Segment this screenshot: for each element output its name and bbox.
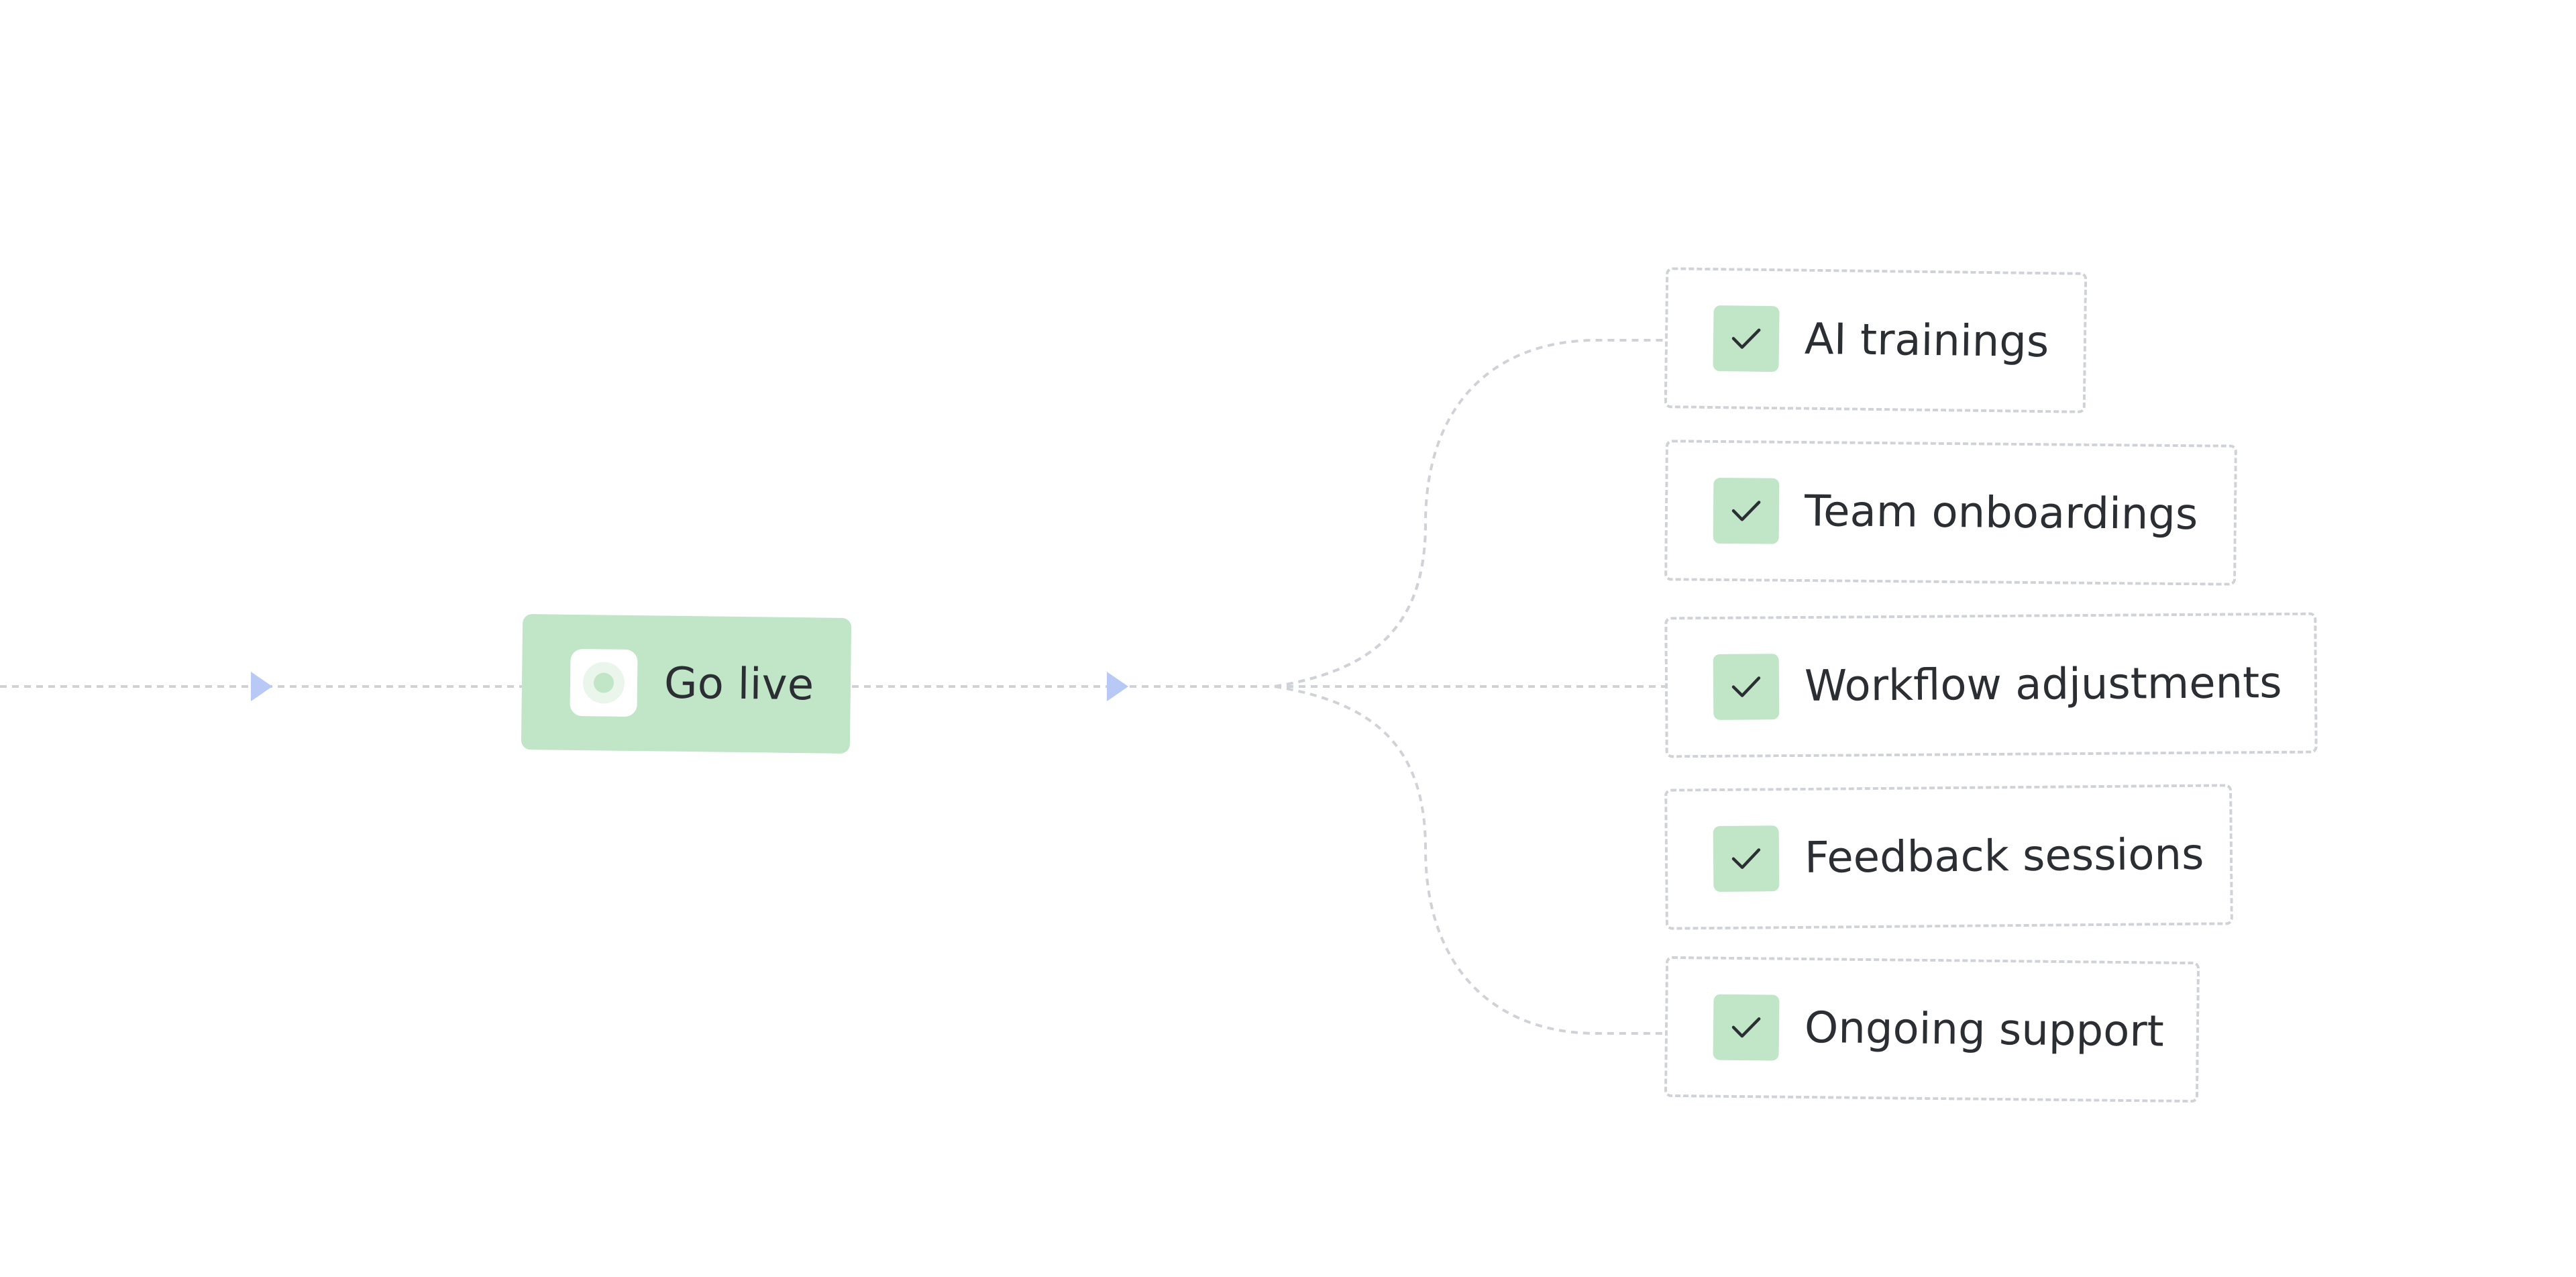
checkbox-checked[interactable] — [1713, 994, 1780, 1061]
checkmark-icon — [1731, 1017, 1761, 1038]
flow-arrow-icon — [1107, 672, 1128, 701]
checkbox-checked[interactable] — [1713, 305, 1780, 372]
task-label: Team onboardings — [1804, 487, 2198, 540]
flow-arrow-icon — [251, 672, 272, 701]
target-dot — [593, 672, 614, 693]
branch-line-ai-trainings — [1274, 339, 1665, 688]
checkmark-icon — [1731, 501, 1761, 521]
branch-line-team-onboardings — [1274, 520, 1427, 688]
task-card-workflow-adjustments[interactable]: Workflow adjustments — [1664, 612, 2318, 758]
task-label: Feedback sessions — [1804, 829, 2204, 883]
checkmark-icon — [1731, 676, 1761, 697]
target-ring — [582, 662, 625, 704]
task-label: Ongoing support — [1804, 1003, 2165, 1057]
task-card-ai-trainings[interactable]: AI trainings — [1664, 267, 2088, 413]
target-circle-icon — [570, 648, 638, 717]
checkmark-icon — [1731, 848, 1761, 869]
task-card-feedback-sessions[interactable]: Feedback sessions — [1664, 784, 2233, 930]
milestone-go-live[interactable]: Go live — [521, 614, 852, 754]
branch-line-ongoing-support — [1274, 685, 1665, 1035]
task-label: Workflow adjustments — [1804, 658, 2282, 711]
checkbox-checked[interactable] — [1713, 654, 1780, 720]
task-label: AI trainings — [1804, 314, 2049, 368]
checkmark-icon — [1731, 328, 1761, 349]
checkbox-checked[interactable] — [1713, 477, 1780, 544]
milestone-label: Go live — [663, 658, 814, 711]
task-card-ongoing-support[interactable]: Ongoing support — [1664, 956, 2200, 1103]
checkbox-checked[interactable] — [1713, 825, 1780, 892]
task-card-team-onboardings[interactable]: Team onboardings — [1664, 440, 2237, 586]
